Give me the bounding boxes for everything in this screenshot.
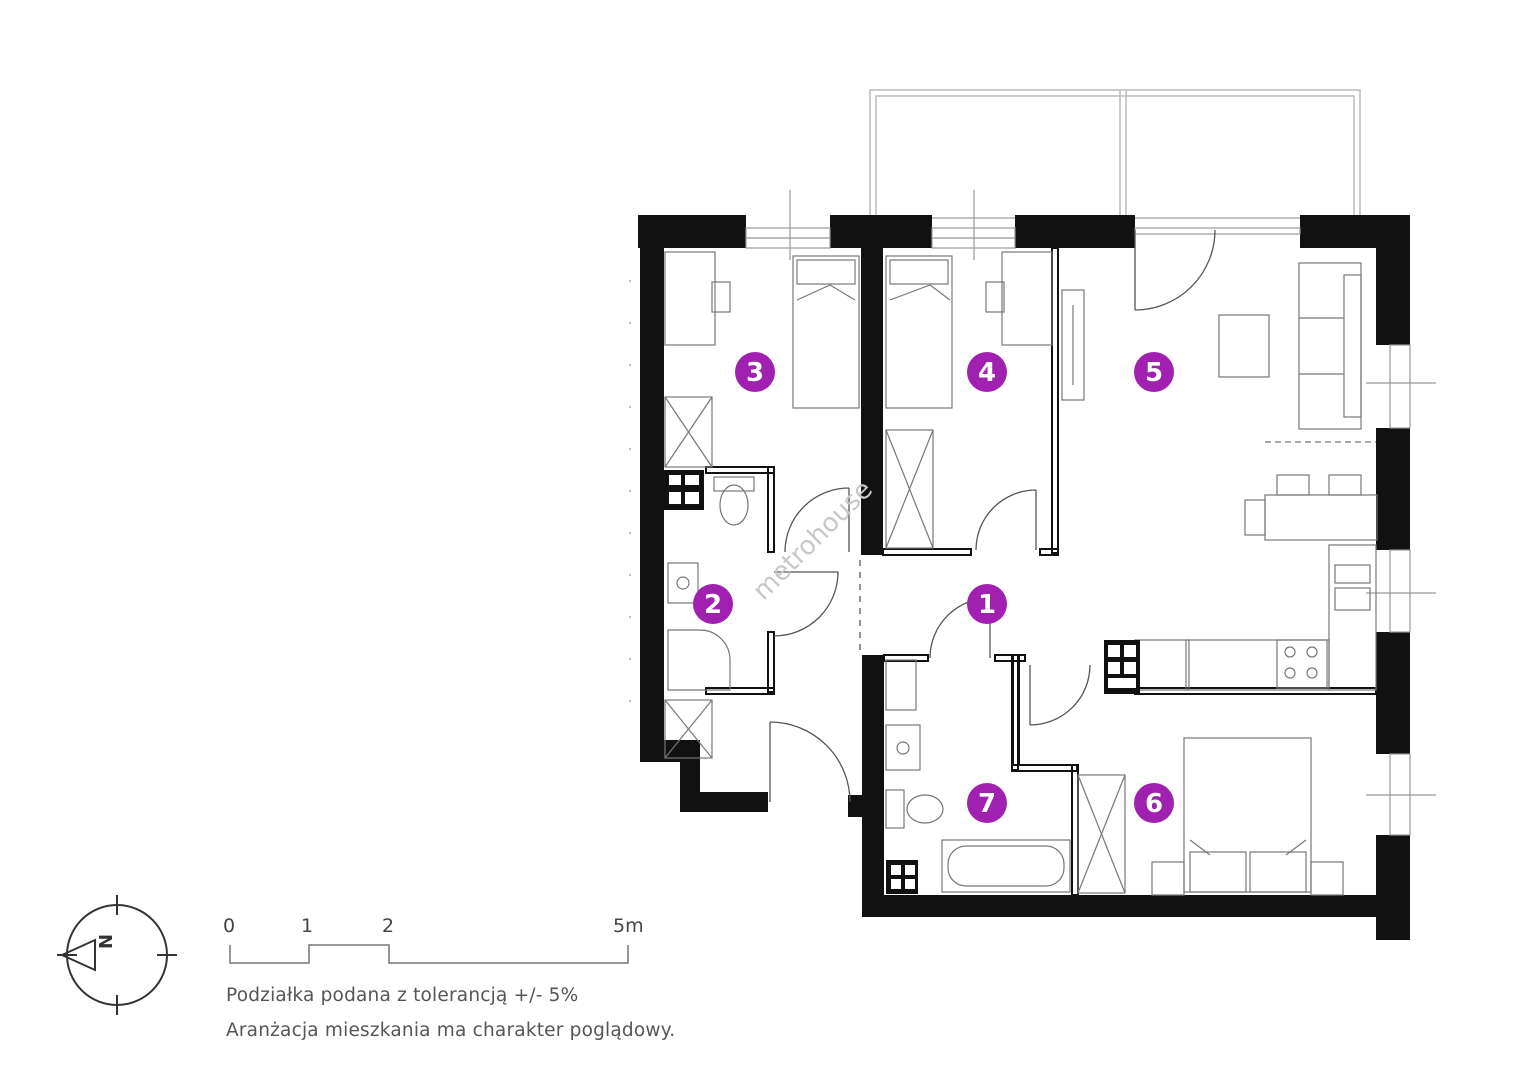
north-arrow-icon [59, 938, 96, 972]
room-markers: 1 2 3 4 5 6 7 [693, 352, 1174, 823]
room-marker-6: 6 [1134, 783, 1174, 823]
room-marker-circle [967, 352, 1007, 392]
room-number: 1 [978, 590, 996, 620]
scale-tick-1: 1 [301, 915, 313, 937]
scale-tick-5m: 5m [613, 915, 644, 937]
room-marker-circle [693, 584, 733, 624]
shaft-openings [669, 475, 1136, 889]
compass [57, 895, 177, 1015]
furniture [664, 251, 1378, 896]
arrangement-note: Aranżacja mieszkania ma charakter pogląd… [226, 1020, 676, 1041]
room-number: 4 [978, 358, 996, 388]
room-marker-7: 7 [967, 783, 1007, 823]
room-marker-circle [1134, 352, 1174, 392]
room-number: 2 [704, 590, 722, 620]
balcony [869, 89, 1361, 219]
room-marker-2: 2 [693, 584, 733, 624]
scale-tick-2: 2 [382, 915, 394, 937]
compass-letter: N [96, 934, 117, 949]
room-number: 3 [746, 358, 764, 388]
outer-walls [638, 215, 1410, 940]
room-marker-circle [1134, 783, 1174, 823]
scale-bar [229, 944, 629, 964]
doors [769, 229, 1216, 803]
ventilation-shafts [664, 470, 1140, 894]
room-number: 5 [1145, 358, 1163, 388]
room-marker-circle [967, 783, 1007, 823]
room-marker-circle [735, 352, 775, 392]
scale-tolerance-note: Podziałka podana z tolerancją +/- 5% [226, 985, 579, 1006]
room-marker-1: 1 [967, 584, 1007, 624]
interior-walls [705, 247, 1377, 896]
room-marker-3: 3 [735, 352, 775, 392]
scale-tick-0: 0 [223, 915, 235, 937]
room-marker-5: 5 [1134, 352, 1174, 392]
room-marker-4: 4 [967, 352, 1007, 392]
room-number: 6 [1145, 789, 1163, 819]
windows [629, 190, 1436, 836]
room-marker-circle [967, 584, 1007, 624]
room-number: 7 [978, 789, 996, 819]
watermark: metrohouse [747, 475, 878, 606]
